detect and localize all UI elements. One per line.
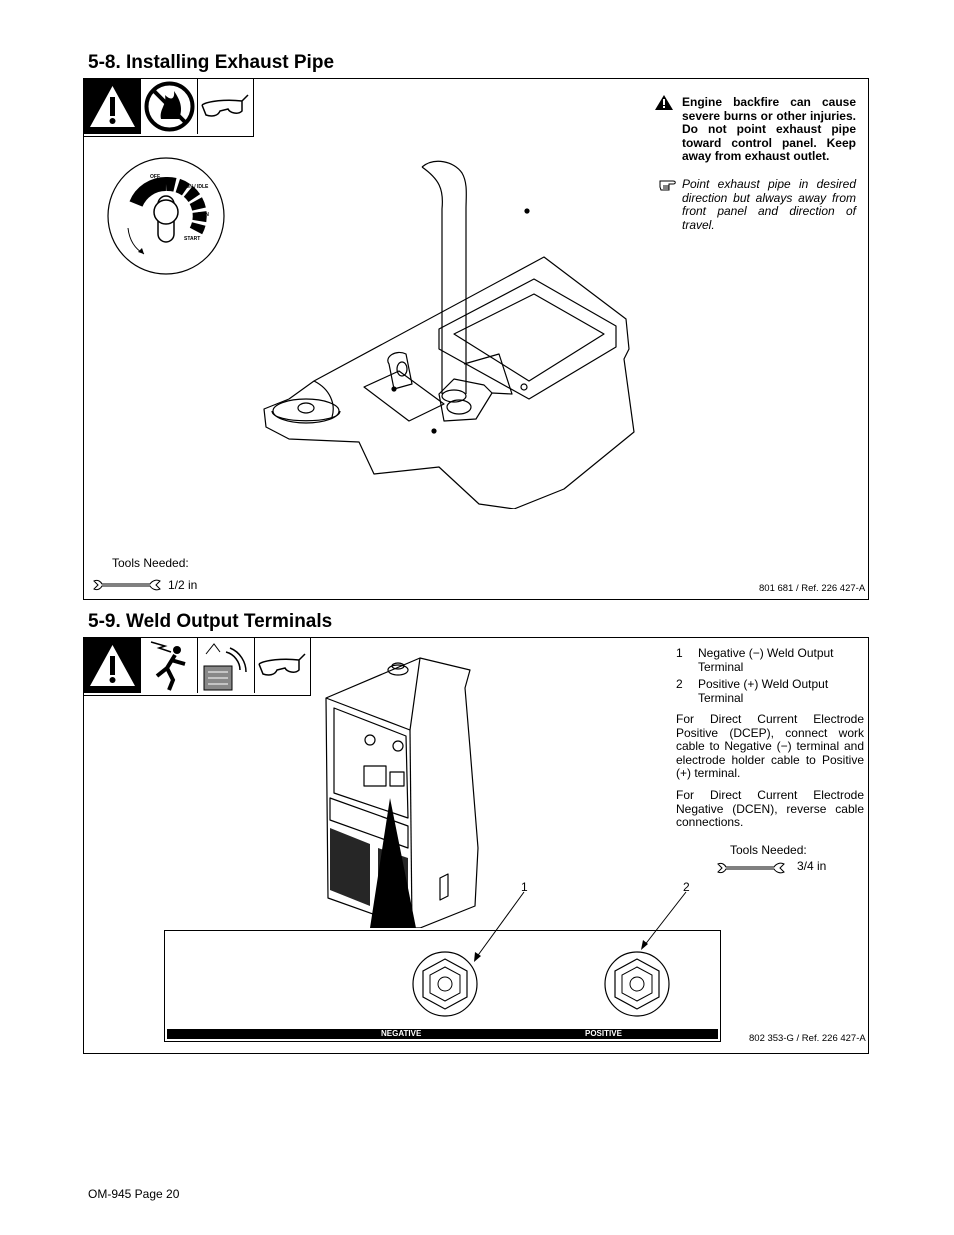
electric-shock-icon — [141, 638, 198, 693]
exhaust-pipe-illustration — [244, 149, 644, 510]
safety-glasses-icon — [198, 79, 253, 134]
tools-needed-label: Tools Needed: — [112, 556, 189, 570]
figure-ref: 801 681 / Ref. 226 427-A — [759, 583, 866, 594]
safety-icons — [83, 637, 311, 696]
wrench-icon — [716, 861, 786, 874]
warning-triangle-small-icon — [655, 95, 675, 111]
exhaust-panel: OFF RUN / IDLE RUN START — [83, 78, 869, 600]
backfire-warning-text: Engine backfire can cause severe burns o… — [682, 95, 856, 163]
page-footer: OM-945 Page 20 — [88, 1187, 180, 1201]
switch-label-start: START — [184, 236, 201, 242]
section-heading-weld-terminals: 5-9. Weld Output Terminals — [88, 611, 333, 632]
warning-triangle-icon — [84, 79, 141, 134]
terminal-legend: 1 Negative (−) Weld Output Terminal 2 Po… — [676, 646, 866, 709]
tool-size: 3/4 in — [797, 859, 827, 873]
callout-leaders — [474, 891, 687, 962]
switch-label-run: RUN — [198, 212, 209, 218]
callout-2: 2 — [683, 880, 690, 894]
engine-switch-icon: OFF RUN / IDLE RUN START — [106, 156, 226, 276]
safety-glasses-icon — [255, 638, 310, 693]
pointing-hand-icon — [659, 178, 679, 192]
no-flame-icon — [141, 79, 198, 134]
weld-terminals-panel: 1 Negative (−) Weld Output Terminal 2 Po… — [83, 637, 869, 1054]
tool-size: 1/2 in — [168, 578, 198, 592]
legend-item-1: 1 Negative (−) Weld Output Terminal — [676, 646, 834, 674]
switch-label-off: OFF — [150, 174, 160, 180]
legend-item-2: 2 Positive (+) Weld Output Terminal — [676, 677, 829, 705]
welder-machine-illustration — [320, 648, 490, 929]
positive-terminal-icon — [604, 951, 670, 1017]
exhaust-direction-note: Point exhaust pipe in desired direction … — [682, 177, 856, 232]
negative-terminal-icon — [412, 951, 478, 1017]
switch-label-run-idle: RUN / IDLE — [182, 184, 209, 190]
positive-label: POSITIVE — [585, 1029, 622, 1038]
wrench-icon — [92, 578, 162, 591]
tools-needed-label: Tools Needed: — [730, 843, 807, 857]
dcen-paragraph: For Direct Current Electrode Negative (D… — [676, 788, 864, 829]
warning-triangle-icon — [84, 638, 141, 693]
arc-rays-icon — [198, 638, 255, 693]
terminal-label-bar: NEGATIVE POSITIVE — [167, 1029, 718, 1039]
callout-1: 1 — [521, 880, 528, 894]
figure-ref: 802 353-G / Ref. 226 427-A — [749, 1033, 866, 1044]
safety-icons — [83, 78, 254, 137]
negative-label: NEGATIVE — [381, 1029, 422, 1038]
dcep-paragraph: For Direct Current Electrode Positive (D… — [676, 712, 864, 780]
terminal-detail-box: NEGATIVE POSITIVE — [164, 930, 721, 1042]
section-heading-exhaust: 5-8. Installing Exhaust Pipe — [88, 52, 335, 73]
